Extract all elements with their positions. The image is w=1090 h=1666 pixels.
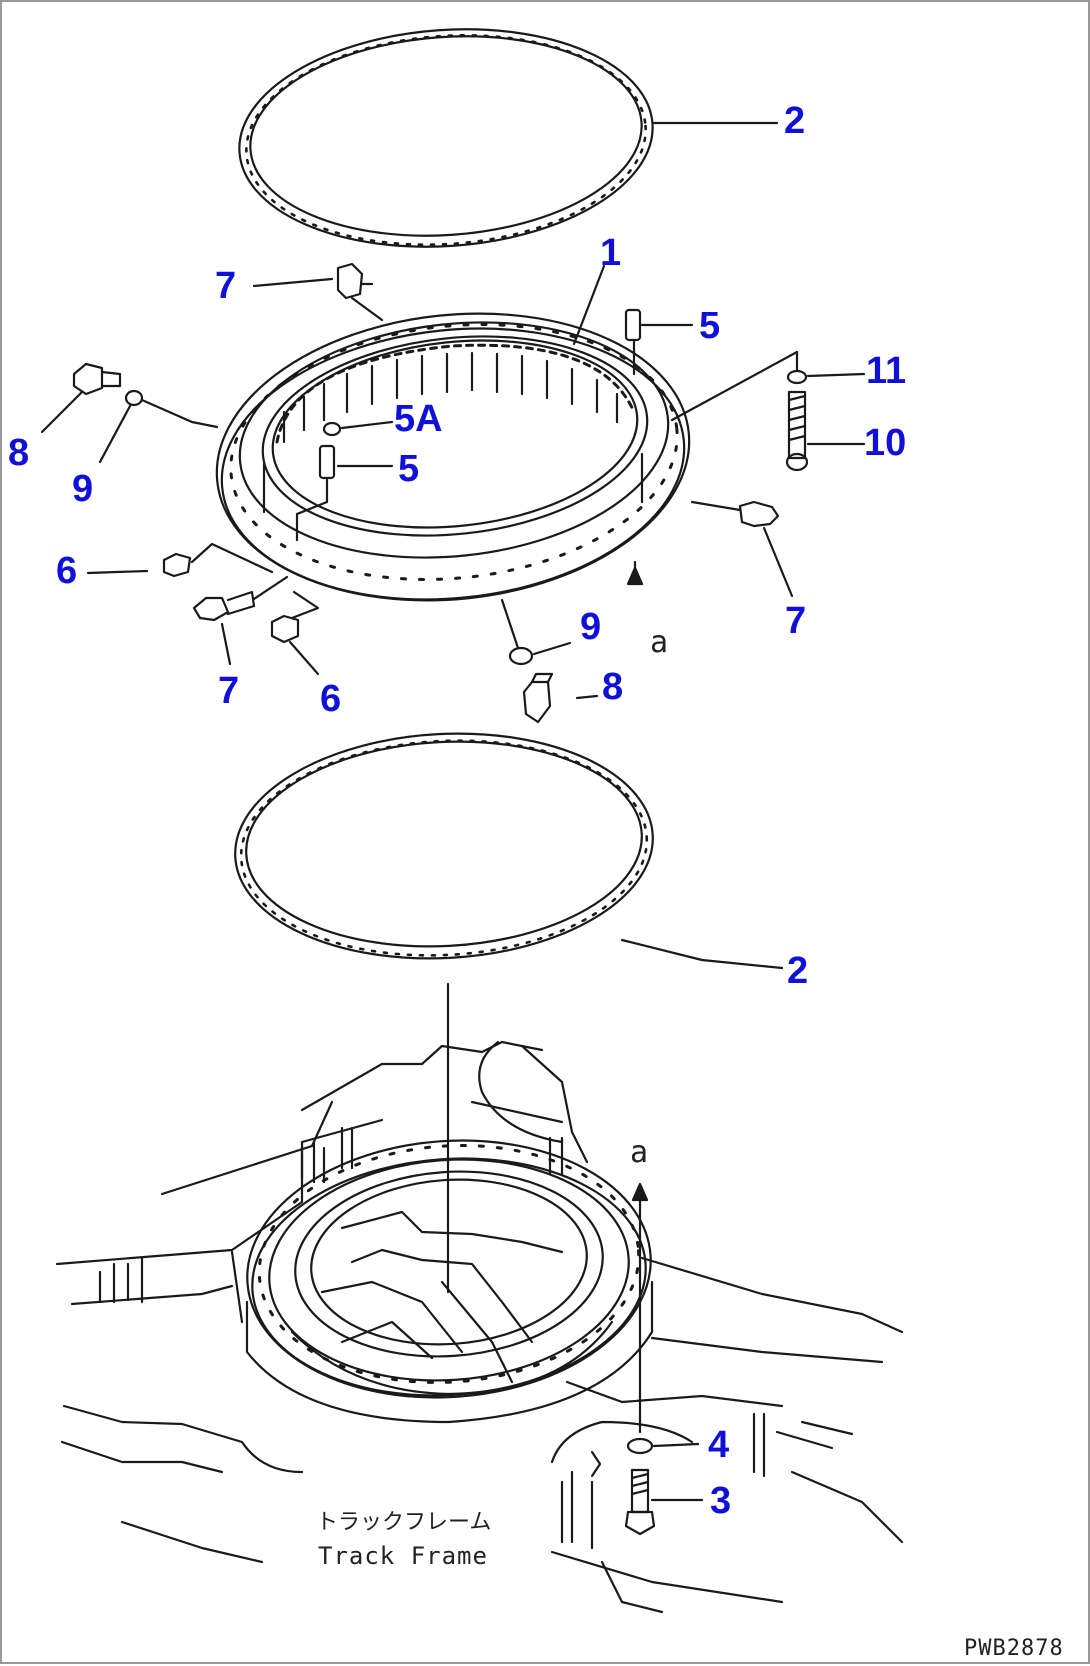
track-frame-label-jp: トラックフレーム — [316, 1510, 492, 1535]
callout-part-5-center: 5 — [398, 448, 420, 490]
callout-part-5a: 5A — [394, 398, 443, 440]
callout-part-7-top: 7 — [215, 265, 237, 307]
reference-marker-a-upper: a — [650, 625, 669, 660]
callout-part-2-upper: 2 — [784, 100, 806, 142]
callout-part-1: 1 — [600, 232, 622, 274]
callout-part-10: 10 — [864, 422, 907, 464]
callout-part-9-left: 9 — [72, 468, 94, 510]
callout-part-8-center: 8 — [602, 666, 624, 708]
drawing-code: PWB2878 — [964, 1636, 1064, 1661]
callout-part-4: 4 — [708, 1424, 730, 1466]
reference-marker-a-lower: a — [630, 1135, 649, 1170]
callout-part-8-left: 8 — [8, 432, 30, 474]
callout-part-7-right: 7 — [785, 600, 807, 642]
callout-part-7-lower-left: 7 — [218, 670, 240, 712]
callout-part-3: 3 — [710, 1480, 732, 1522]
callout-part-11: 11 — [866, 350, 907, 392]
upper-seal-ring — [238, 28, 654, 248]
callout-part-5-right: 5 — [699, 305, 721, 347]
lower-seal-ring — [234, 732, 654, 960]
swing-circle-bearing — [215, 312, 691, 602]
callout-part-9-center: 9 — [580, 606, 602, 648]
callout-part-6-left: 6 — [56, 550, 78, 592]
track-frame-label-en: Track Frame — [318, 1542, 488, 1570]
track-frame-sketch — [55, 1040, 904, 1614]
callout-part-6-lower: 6 — [320, 678, 342, 720]
callout-part-2-lower: 2 — [787, 950, 809, 992]
